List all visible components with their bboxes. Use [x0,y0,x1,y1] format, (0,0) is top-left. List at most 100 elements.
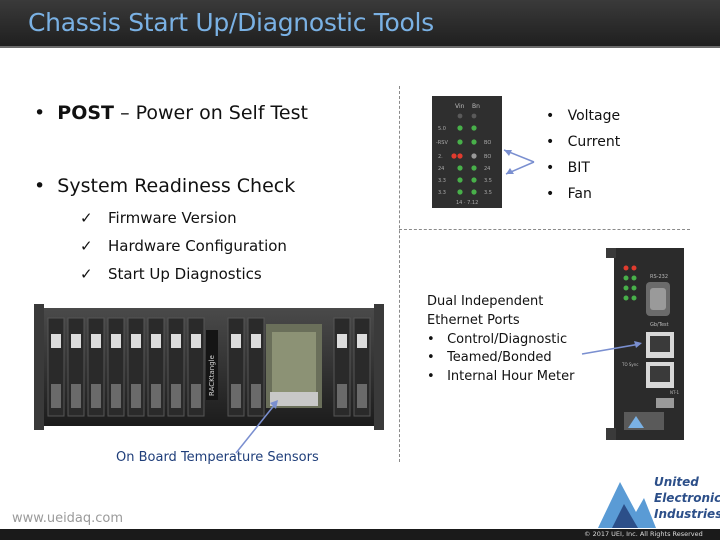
io-slot-dsub [111,384,121,408]
led-label-right: 3.5 [484,178,492,184]
led-label-right: 24 [484,166,490,172]
cpu-label: RS-232 [650,274,668,280]
ethernet-heading-2: Ethernet Ports [427,313,520,328]
io-slot-connector [357,334,367,348]
horizontal-divider [399,229,690,230]
io-slot-dsub [231,384,241,408]
logo-line1: United [654,475,699,489]
ethernet-item-label: Control/Diagnostic [447,332,568,347]
led [623,285,629,291]
io-slot-connector [71,334,81,348]
led [471,165,477,171]
bullet-dot: • [546,160,568,176]
title-bar [0,0,720,48]
cpu-label: TO Sync [621,362,639,367]
website-link[interactable]: www.ueidaq.com [12,511,124,526]
sensors-label: On Board Temperature Sensors [116,450,319,465]
cpu-board-graphic: RS-232 Gb/Test NT-1 TO Sync [606,248,684,440]
ethernet-item-label: Teamed/Bonded [447,350,552,365]
cpu-label: NT-1 [670,390,680,395]
cpu-board-latch [606,248,616,258]
led [457,139,463,145]
monitor-item-voltage: • Voltage [546,108,620,124]
led-label-left: 24 [438,166,444,172]
led-label-left: 5.0 [438,126,446,132]
io-slot-dsub [337,384,347,408]
cpu-logo-mark [628,416,644,428]
led-label-right: 3.5 [484,190,492,196]
io-slot-connector [91,334,101,348]
led [457,177,463,183]
readiness-heading: System Readiness Check [57,175,296,197]
led [623,275,629,281]
monitor-label: Current [567,134,621,150]
bullet-dot: • [546,108,568,124]
led [471,153,477,159]
post-bullet: • POST – Power on Self Test [34,102,308,124]
led [457,153,463,159]
bullet-dot: • [427,332,448,347]
readiness-check-1: ✓ [80,209,93,227]
led-label-left: 3.3 [438,178,446,184]
led-panel-image: Vin Bn 5.0 -RSV 2. 24 3.3 3.3 BO BO 24 3… [432,96,502,208]
chassis-ear-left [34,304,44,430]
io-slot-connector [251,334,261,348]
readiness-item-3: Start Up Diagnostics [108,265,262,283]
readiness-check-3: ✓ [80,265,93,283]
io-slot-dsub [251,384,261,408]
io-slot-dsub [131,384,141,408]
chassis-label-plate [206,330,218,400]
io-slot-dsub [91,384,101,408]
logo-line3: Industries [654,507,720,521]
ethernet-heading-1: Dual Independent [427,294,544,309]
ethernet-arrow-icon [581,341,642,355]
led [471,113,477,119]
copyright: © 2017 UEI, Inc. All Rights Reserved [584,530,703,538]
bullet-dot: • [427,369,448,384]
led [623,265,629,271]
led [457,113,463,119]
led [623,295,629,301]
usb-port [656,398,674,408]
sensor-arrow-icon [235,400,278,454]
led-label-right: BO [484,154,491,160]
io-slot-connector [111,334,121,348]
chassis-image: RACKtangle [34,300,384,432]
io-slot-connector [151,334,161,348]
bullet-dot: • [34,102,58,124]
io-slot-dsub [357,384,367,408]
led [457,125,463,131]
monitor-item-fan: • Fan [546,186,592,202]
ethernet-item-2: • Teamed/Bonded [427,350,552,365]
io-slot-connector [231,334,241,348]
chassis-ear-right [374,304,384,430]
led-bottom-label: 14 · 7.12 [456,200,478,206]
post-rest: – Power on Self Test [114,102,308,124]
led [471,189,477,195]
sensor-tray [270,392,318,406]
io-slot-connector [171,334,181,348]
led-header-right: Bn [472,103,480,110]
monitor-label: Fan [567,186,592,202]
led-panel-graphic: Vin Bn 5.0 -RSV 2. 24 3.3 3.3 BO BO 24 3… [436,103,492,206]
monitor-label: Voltage [567,108,621,124]
led [631,265,637,271]
io-slot-dsub [151,384,161,408]
chassis-label: RACKtangle [208,355,216,396]
ethernet-port-inner [650,366,670,382]
vertical-divider [399,86,400,462]
io-slot-dsub [71,384,81,408]
ethernet-item-label: Internal Hour Meter [447,369,575,384]
ethernet-item-1: • Control/Diagnostic [427,332,567,347]
led-label-right: BO [484,140,491,146]
footer-bar [0,529,720,540]
io-slot-connector [191,334,201,348]
monitor-arrow-icon [503,149,535,175]
readiness-check-2: ✓ [80,237,93,255]
cpu-board-image: RS-232 Gb/Test NT-1 TO Sync [600,248,688,440]
bullet-dot: • [546,134,568,150]
led [471,139,477,145]
led [471,125,477,131]
io-slot-dsub [191,384,201,408]
ethernet-item-3: • Internal Hour Meter [427,369,574,384]
